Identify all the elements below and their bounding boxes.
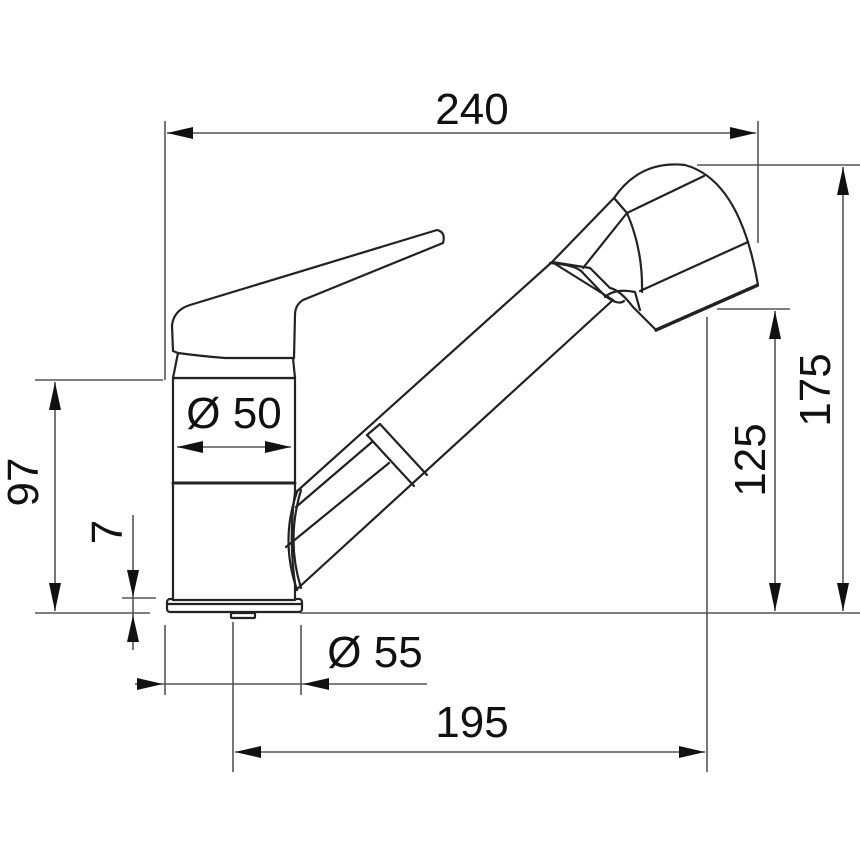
label-175: 175 [791,353,840,426]
arrow-up-icon [127,615,139,642]
label-195: 195 [435,698,508,747]
head-line-upper [625,174,706,215]
dim-spout-reach: 195 [232,317,708,772]
head-line-middle [638,240,750,293]
arrow-left-icon [303,678,329,690]
dim-overall-height: 175 [300,164,860,614]
arrow-left-icon [167,127,193,139]
arrow-down-icon [769,583,781,611]
spout [284,260,615,592]
lever [170,228,445,360]
arrow-right-icon [679,746,705,758]
lever-handle [170,228,445,360]
spout-tube [290,260,615,592]
spout-groove-1 [294,440,374,509]
label-125: 125 [726,423,775,496]
head-left-edge [548,261,626,304]
dim-base-diameter: Ø 55 [135,625,427,695]
arrow-up-icon [837,167,849,195]
arrow-up-icon [769,311,781,339]
head-knuckle [603,289,642,312]
dim-body-diameter: Ø 50 [177,389,291,453]
label-diameter-50: Ø 50 [186,389,281,438]
arrow-right-icon [730,127,756,139]
spout-ring [365,422,429,488]
label-97: 97 [0,458,48,507]
spout-ring-edge [365,422,382,437]
faucet-body [165,351,304,620]
fixing-nut [229,611,257,620]
arrow-down-icon [837,583,849,611]
spout-groove-2 [284,461,391,549]
arrow-left-icon [177,441,203,453]
head-inner-line [581,211,629,270]
dim-plate-thickness: 7 [83,515,156,650]
spray-face [654,283,760,332]
dim-body-height: 97 [0,379,163,614]
label-240: 240 [435,85,508,134]
arrow-down-icon [49,583,61,611]
body-cylinder [171,376,297,602]
spout-base-curve [287,490,299,592]
label-diameter-55: Ø 55 [327,628,422,677]
arrow-right-icon [137,678,163,690]
spray-head-shell [550,163,760,332]
spray-head [548,163,760,332]
arrow-up-icon [49,382,61,410]
arrow-right-icon [265,441,291,453]
dim-outlet-height: 125 [717,308,790,611]
arrow-down-icon [127,570,139,597]
head-arc [612,196,644,294]
label-7: 7 [83,520,132,544]
arrow-left-icon [235,746,261,758]
dim-overall-width: 240 [164,85,759,380]
